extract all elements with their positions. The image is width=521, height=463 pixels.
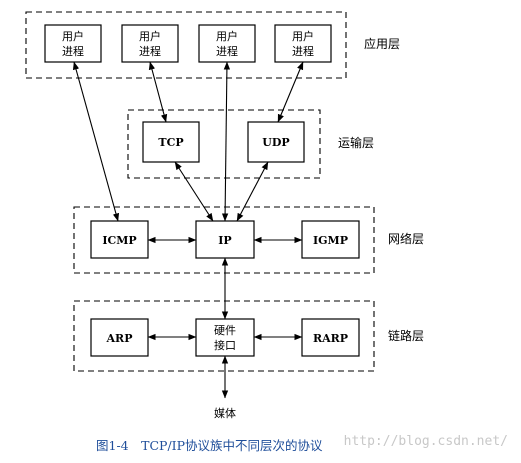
user-process-3-line1: 用户 — [216, 29, 238, 43]
udp-box: UDP — [247, 121, 305, 163]
user-process-4-line2: 进程 — [292, 45, 314, 58]
tcp-box: TCP — [142, 121, 200, 163]
proc2-tcp-arrow — [148, 61, 168, 123]
user-process-2-line2: 进程 — [139, 45, 161, 58]
udp-label: UDP — [262, 136, 289, 149]
hardware-interface-box: 硬件 接口 — [195, 318, 255, 357]
tcp-ip-arrow — [174, 161, 214, 222]
rarp-box: RARP — [301, 318, 360, 357]
tcp-label: TCP — [158, 136, 183, 149]
network-layer-label: 网络层 — [388, 231, 424, 246]
application-layer-label: 应用层 — [364, 36, 400, 51]
rarp-label: RARP — [313, 332, 348, 345]
igmp-label: IGMP — [313, 234, 348, 247]
udp-ip-arrow — [236, 161, 269, 222]
application-layer-group — [25, 11, 347, 79]
icmp-label: ICMP — [102, 234, 136, 247]
user-process-1-line1: 用户 — [62, 29, 84, 43]
arp-label: ARP — [106, 332, 133, 345]
watermark: http://blog.csdn.net/ — [344, 434, 508, 449]
proc1-icmp-arrow — [72, 61, 120, 222]
link-layer-label: 链路层 — [388, 328, 424, 343]
user-process-4-line1: 用户 — [292, 29, 314, 43]
transport-layer-label: 运输层 — [338, 135, 374, 150]
arp-box: ARP — [90, 318, 149, 357]
figure-caption: 图1-4 TCP/IP协议族中不同层次的协议 — [96, 438, 323, 453]
user-process-box-1: 用户 进程 — [44, 24, 102, 63]
media-label: 媒体 — [214, 406, 236, 420]
user-process-3-line2: 进程 — [216, 45, 238, 58]
proc3-ip-arrow — [221, 61, 231, 222]
user-process-1-line2: 进程 — [62, 45, 84, 58]
icmp-box: ICMP — [90, 220, 149, 259]
user-process-2-line1: 用户 — [139, 29, 161, 43]
user-process-box-2: 用户 进程 — [121, 24, 179, 63]
ip-box: IP — [195, 220, 255, 259]
hardware-interface-line2: 接口 — [214, 339, 236, 352]
ip-label: IP — [218, 234, 231, 247]
user-process-box-4: 用户 进程 — [274, 24, 332, 63]
hardware-interface-line1: 硬件 — [214, 324, 236, 337]
igmp-box: IGMP — [301, 220, 360, 259]
user-process-box-3: 用户 进程 — [198, 24, 256, 63]
proc4-udp-arrow — [277, 61, 304, 123]
